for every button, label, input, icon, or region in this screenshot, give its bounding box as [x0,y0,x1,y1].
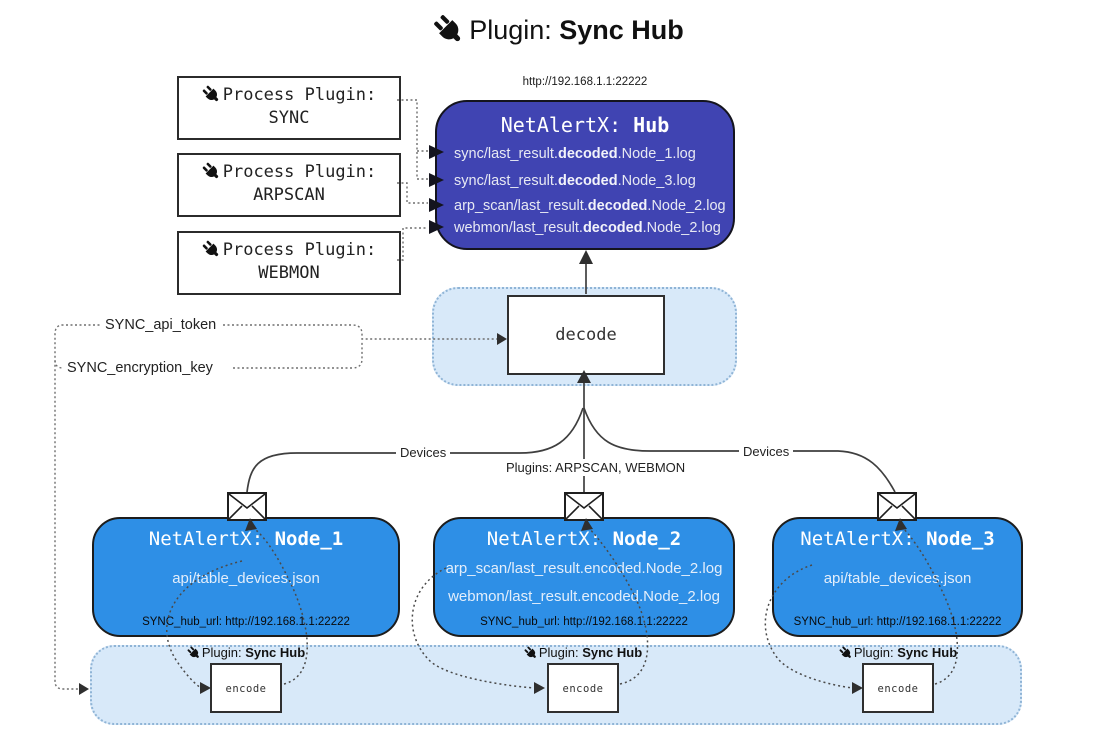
plug-icon [200,161,222,182]
encode-plugin-label: Plugin: Sync Hub [513,645,653,661]
sync-encryption-key-label: SYNC_encryption_key [64,360,216,376]
sync-api-token-label: SYNC_api_token [102,317,220,333]
edge-label-devices-left: Devices [396,444,451,461]
node-files: api/table_devices.json [94,565,398,593]
node-box-node2: NetAlertX: Node_2 arp_scan/last_result.e… [433,517,735,637]
hub-log-row: sync/last_result.decoded.Node_1.log [454,146,696,162]
node-title: NetAlertX: Node_2 [486,528,682,550]
node-title: NetAlertX: Node_3 [800,528,995,550]
process-plugin-label: Process Plugin: [222,162,377,182]
hub-log-row: webmon/last_result.decoded.Node_2.log [454,220,721,236]
node-hub-url: SYNC_hub_url: http://192.168.1.1:22222 [793,616,1002,628]
encode-plugin-label: Plugin: Sync Hub [176,645,316,661]
process-plugin-name: WEBMON [258,263,320,283]
hub-title-prefix: NetAlertX: [500,113,622,137]
encode-plugin-label: Plugin: Sync Hub [828,645,968,661]
hub-up-arrow [579,250,593,264]
node-files: api/table_devices.json [774,565,1021,593]
envelope-icon [227,492,267,521]
hub-log-row: sync/last_result.decoded.Node_3.log [454,173,696,189]
encode-box: encode [210,663,282,713]
node-box-node1: NetAlertX: Node_1 api/table_devices.json… [92,517,400,637]
strip-in-arrow [79,683,89,695]
plug-icon [838,645,854,661]
page-title: Plugin: Sync Hub [0,12,1117,47]
process-plugin-box-arpscan: Process Plugin: ARPSCAN [177,153,401,217]
node-file: webmon/last_result.encoded.Node_2.log [448,588,720,605]
node-file: api/table_devices.json [823,570,972,587]
node-hub-url: SYNC_hub_url: http://192.168.1.1:22222 [480,616,688,628]
encode-box: encode [862,663,934,713]
process-plugin-links [397,99,428,261]
envelope-icon [564,492,604,521]
decode-box: decode [507,295,665,375]
page-title-name: Sync Hub [559,15,684,45]
node-box-node3: NetAlertX: Node_3 api/table_devices.json… [772,517,1023,637]
process-plugin-name: ARPSCAN [253,185,325,205]
process-plugin-label: Process Plugin: [222,85,377,105]
node-file: api/table_devices.json [172,570,320,587]
node-files: arp_scan/last_result.encoded.Node_2.log … [435,555,733,611]
envelope-icon [877,492,917,521]
plug-icon [200,239,222,260]
edge-label-devices-right: Devices [739,443,794,460]
node-title: NetAlertX: Node_1 [148,528,344,550]
hub-url-label: http://192.168.1.1:22222 [522,76,648,88]
process-plugin-box-webmon: Process Plugin: WEBMON [177,231,401,295]
plug-icon [523,645,539,661]
plug-icon [186,645,202,661]
hub-title-name: Hub [633,113,670,137]
process-plugin-name: SYNC [268,108,310,128]
hub-title: NetAlertX: Hub [437,113,733,137]
process-plugin-label: Process Plugin: [222,240,377,260]
encode-box: encode [547,663,619,713]
process-plugin-box-sync: Process Plugin: SYNC [177,76,401,140]
hub-box: NetAlertX: Hub sync/last_result.decoded.… [435,100,735,250]
plug-icon [200,84,222,105]
node-hub-url: SYNC_hub_url: http://192.168.1.1:22222 [142,616,350,628]
hub-log-row: arp_scan/last_result.decoded.Node_2.log [454,198,726,214]
page-title-label: Plugin: [469,15,552,45]
plug-icon [431,12,467,47]
node-file: arp_scan/last_result.encoded.Node_2.log [445,560,723,577]
edge-label-plugins-center: Plugins: ARPSCAN, WEBMON [502,459,690,476]
